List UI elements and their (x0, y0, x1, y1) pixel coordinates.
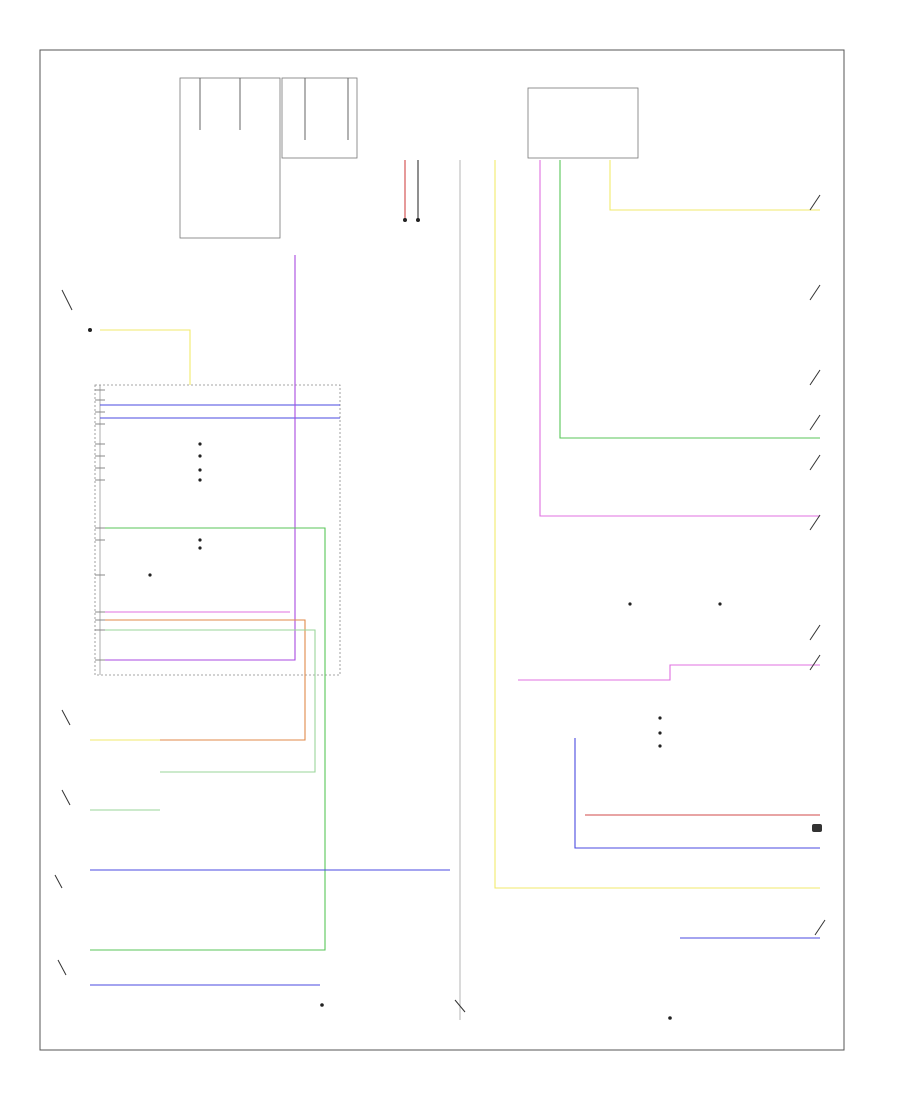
wire-blue-right (574, 738, 820, 849)
connector-dot (320, 1003, 324, 1007)
connector-dot (198, 442, 202, 446)
wire-yellow-top-left (100, 329, 191, 385)
fuse-box-left (179, 77, 281, 239)
fuse-box-right-border (281, 77, 358, 159)
wire-pink-right-1 (539, 160, 820, 517)
connector-dot (198, 478, 202, 482)
connector-dot (198, 454, 202, 458)
switch-parking-brake (809, 654, 821, 671)
fuse-box-right (281, 77, 358, 159)
wire-layer (90, 160, 820, 1020)
switch-right-door-3 (809, 369, 821, 386)
connector-dot (658, 744, 662, 748)
fuse-box-far-right (527, 87, 639, 159)
switch-oil-pressure (454, 999, 466, 1013)
switch-left-front-door (809, 514, 821, 531)
connector-dot (628, 602, 632, 606)
wire-pink-right-2 (518, 664, 820, 681)
wire-green-right-1 (559, 160, 820, 439)
wire-yellow-right-1 (609, 160, 820, 211)
switch-right-door-5 (809, 454, 821, 471)
connector-dot (658, 716, 662, 720)
connector-dot (88, 328, 92, 332)
switch-hood-ajar (814, 919, 826, 936)
switch-fuel-sensor-1 (61, 709, 71, 726)
connector-dot (148, 573, 152, 577)
switch-right-door-4 (809, 414, 821, 431)
connector-dot (416, 218, 420, 222)
switch-fuel-sensor-2 (61, 789, 71, 806)
wire-violet-bus (100, 255, 296, 661)
wire-green-bus (100, 527, 326, 951)
switch-right-rear-door (809, 284, 821, 301)
connector-dot (658, 731, 662, 735)
connector-dot (668, 1016, 672, 1020)
switch-brake-left (57, 959, 67, 976)
connector-dot (198, 546, 202, 550)
wire-light-green-bus (100, 629, 316, 773)
switch-right-front-door (809, 194, 821, 211)
pin-tick-marks (95, 389, 105, 661)
connector-dots (88, 218, 821, 1020)
ground-symbol-icon (812, 824, 822, 832)
connector-dot (718, 602, 722, 606)
switch-left-rear-door (809, 624, 821, 641)
switch-traction-control (61, 289, 73, 311)
connector-dot (403, 218, 407, 222)
wire-orange-bus (100, 619, 306, 741)
diagram-frame (39, 49, 845, 1051)
switch-fuel-pump (54, 874, 63, 889)
instrument-cluster-box (94, 384, 341, 676)
wire-yellow-bottom-long (494, 160, 820, 889)
connector-dot (198, 538, 202, 542)
switch-symbols (54, 194, 826, 1013)
connector-dot (198, 468, 202, 472)
fuse-box-left-border (179, 77, 281, 239)
fuse-box-far-right-border (527, 87, 639, 159)
